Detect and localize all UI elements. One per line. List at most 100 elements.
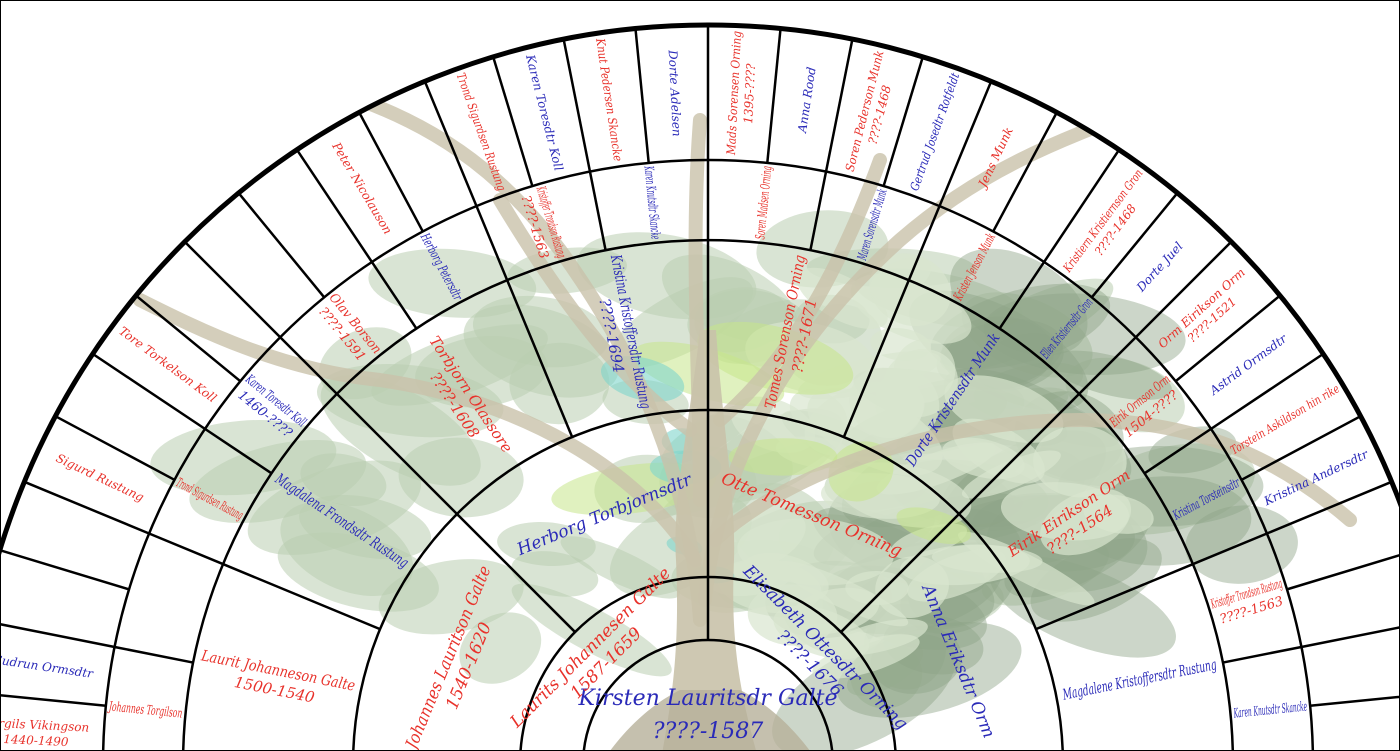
foliage-blob	[511, 583, 672, 677]
ancestor-ring5-25[interactable]: Astrid Ormsdtr	[1206, 331, 1290, 398]
foliage-blob	[930, 283, 1111, 370]
root-person[interactable]: Kirsten Lauritsdr Galte????-1587	[577, 686, 837, 744]
ancestor-name: Karen Knutsdtr Skancke	[641, 165, 663, 240]
foliage-blob	[247, 460, 422, 555]
ancestor-ring5-1[interactable]: Gudrun Ormsdtr	[0, 652, 95, 681]
sector-divider	[370, 261, 418, 330]
sector-divider	[183, 240, 282, 339]
ancestor-name: Knut Pedersen Skancke	[593, 37, 625, 163]
sector-divider	[335, 392, 458, 515]
sector-divider	[1043, 149, 1121, 263]
ancestor-name: Astrid Ormsdtr	[1206, 331, 1290, 398]
sector-divider	[1192, 532, 1268, 566]
ancestor-ring4-15[interactable]: Karen Knutsdtr Skancke	[1233, 700, 1308, 722]
sector-divider	[505, 279, 574, 438]
tree-background	[133, 83, 1357, 751]
ancestor-name: Gudrun Ormsdtr	[0, 652, 95, 681]
sector-divider	[907, 205, 941, 281]
sector-divider	[1174, 294, 1281, 383]
tree-branch	[708, 412, 1357, 547]
foliage-blob	[1033, 425, 1127, 498]
tree-trunk	[660, 330, 760, 751]
sector-divider	[358, 111, 424, 233]
ancestor-ring5-10[interactable]: Peter Nicolauson	[329, 139, 395, 236]
foliage-blob	[896, 507, 971, 544]
ring-arc	[582, 638, 834, 751]
ancestor-ring5-23[interactable]: Dorte Juel	[1133, 239, 1186, 295]
ancestor-ring3-7[interactable]: Magdalene Kristoffersdtr Rustung	[1061, 655, 1218, 703]
tree-branch	[713, 153, 887, 427]
sector-divider	[842, 279, 911, 438]
sector-divider	[23, 480, 150, 535]
ancestor-name: Peter Nicolauson	[329, 139, 395, 236]
ancestor-ring5-14[interactable]: Knut Pedersen Skancke	[593, 37, 625, 163]
sector-divider	[766, 28, 782, 164]
ancestor-ring4-14[interactable]: Kristoffer Trondson Rustung????-1563	[1209, 577, 1289, 629]
ancestor-name: Torgils Vikingson	[0, 715, 90, 734]
sector-divider	[562, 38, 592, 172]
sector-divider	[475, 205, 509, 281]
foliage-blob	[459, 612, 542, 684]
ancestor-ring4-7[interactable]: Karen Knutsdtr Skancke	[641, 165, 663, 240]
sector-divider	[92, 352, 206, 430]
tree-branch	[698, 103, 1147, 607]
ancestor-ring5-19[interactable]: Gertrud Josedtr Rotfeldt	[907, 71, 962, 193]
foliage-blob	[511, 551, 599, 597]
ancestor-name: Anna Rood	[795, 66, 819, 135]
sector-divider	[588, 171, 607, 251]
sector-divider	[423, 80, 478, 207]
ancestor-ring5-4[interactable]: Sigurd Rustung	[54, 451, 147, 505]
foliage-blob	[368, 248, 537, 318]
sector-divider	[1309, 695, 1400, 707]
fan-grid	[0, 22, 1400, 751]
sector-divider	[824, 38, 854, 172]
sector-divider	[938, 80, 993, 207]
sector-divider	[958, 392, 1081, 515]
ancestor-name: Dorte Juel	[1133, 239, 1186, 295]
sector-divider	[0, 694, 107, 707]
foliage-blob	[1000, 482, 1130, 541]
ancestor-ring5-15[interactable]: Dorte Adelsen	[666, 49, 684, 137]
foliage-blob	[940, 278, 1114, 372]
ancestor-ring4-8[interactable]: Soren Madsen Orning	[753, 165, 775, 240]
ancestor-ring4-0[interactable]: Johannes Torgilson	[106, 699, 182, 721]
sector-divider	[135, 294, 242, 383]
foliage-blob	[497, 521, 596, 567]
foliage-blob	[789, 389, 847, 437]
sector-divider	[1222, 645, 1302, 664]
ancestor-name: Torstein Askildson hin rike	[1228, 382, 1342, 458]
ancestor-name: Sigurd Rustung	[54, 451, 147, 505]
sector-divider	[809, 171, 828, 251]
ancestor-ring5-26[interactable]: Torstein Askildson hin rike	[1228, 382, 1342, 458]
sector-divider	[634, 28, 650, 164]
sector-divider	[0, 622, 115, 649]
sector-divider	[1301, 626, 1400, 649]
sector-divider	[1266, 480, 1393, 535]
sector-divider	[840, 513, 960, 633]
ancestor-ring5-13[interactable]: Karen Toresdtr Koll	[523, 52, 566, 172]
sector-divider	[992, 111, 1058, 233]
foliage-blob	[874, 369, 940, 438]
foliage-blob	[941, 316, 1055, 390]
foliage-blob	[728, 438, 838, 476]
foliage-blob	[1030, 538, 1162, 622]
ancestor-name: Soren Madsen Orning	[753, 165, 775, 240]
ancestor-ring5-22[interactable]: Kristiern Kristiernson Gron????-1468	[1060, 167, 1158, 285]
sector-divider	[54, 415, 176, 481]
ancestor-name: Johannes Torgilson	[106, 699, 182, 721]
sector-divider	[279, 336, 338, 395]
tree-branch	[133, 293, 702, 567]
foliage-blob	[976, 333, 1064, 391]
sector-divider	[1143, 427, 1212, 475]
root-dates: ????-1587	[653, 719, 764, 744]
ancestor-name: Magdalene Kristoffersdtr Rustung	[1061, 655, 1218, 703]
sector-divider	[1240, 415, 1362, 481]
tree-branch	[493, 193, 697, 437]
sector-divider	[882, 56, 925, 187]
ancestor-ring5-17[interactable]: Anna Rood	[795, 66, 819, 135]
sector-divider	[998, 261, 1046, 330]
ancestor-name: Gertrud Josedtr Rotfeldt	[907, 71, 962, 193]
